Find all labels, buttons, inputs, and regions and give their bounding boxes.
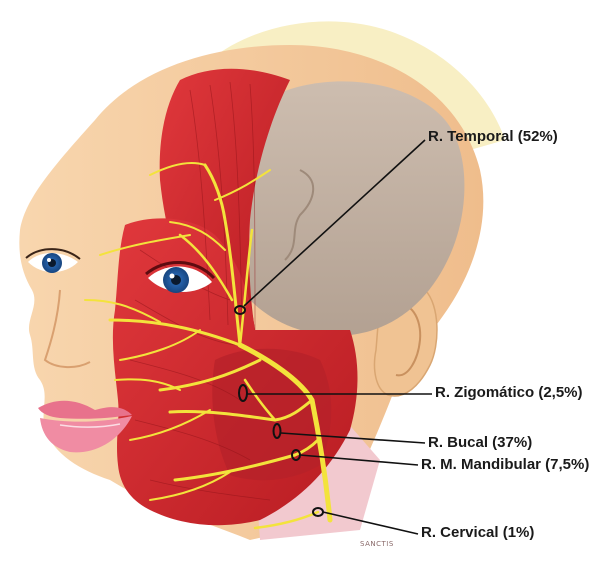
label-mandibular: R. M. Mandibular (7,5%) (421, 456, 589, 473)
label-bucal: R. Bucal (37%) (428, 434, 532, 451)
label-temporal: R. Temporal (52%) (428, 128, 558, 145)
label-cervical: R. Cervical (1%) (421, 524, 534, 541)
artist-signature: SANCTIS (360, 540, 394, 548)
label-zigomatico: R. Zigomático (2,5%) (435, 384, 583, 401)
